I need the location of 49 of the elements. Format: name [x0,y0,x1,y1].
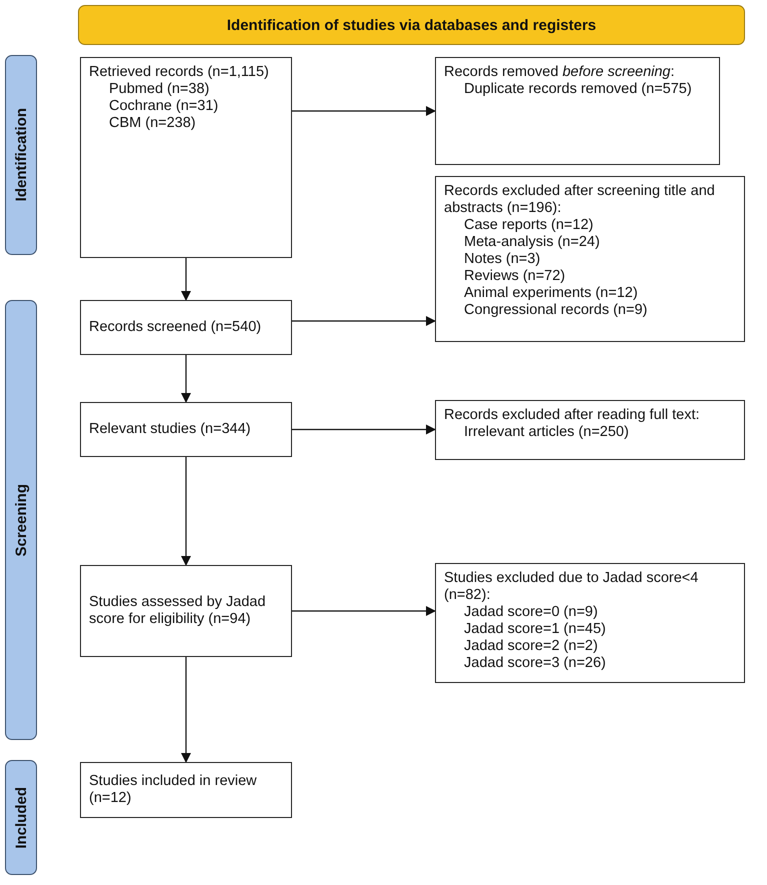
arrow [181,457,191,566]
process-box [435,400,745,460]
arrow [292,316,436,326]
list-item: Cochrane (n=31) [108,98,220,115]
process-box [80,565,292,657]
list-item: Meta-analysis (n=24) [463,234,601,251]
title-banner [78,5,745,45]
phase-label: Screening [12,484,30,556]
arrow [292,424,436,434]
process-box [80,57,292,258]
phase-band [5,55,37,255]
list-item: Jadad score=1 (n=45) [463,621,607,638]
process-box [435,563,745,683]
phase-band [5,300,37,740]
process-box [80,402,292,457]
list-item: Jadad score=2 (n=2) [463,638,599,655]
box-text: Records removed before screening: [444,64,676,81]
phase-label: Included [12,786,30,848]
box-text: Records screened (n=540) [89,319,262,336]
list-item: Jadad score=0 (n=9) [463,604,599,621]
arrow [292,106,436,116]
list-item: CBM (n=238) [108,115,197,132]
box-text: Studies excluded due to Jadad score<4 (n=82): [444,570,700,604]
box-text: Relevant studies (n=344) [89,421,252,438]
box-text: Studies assessed by Jadad score for eligibility (n=94) [89,594,267,628]
list-item: Case reports (n=12) [463,217,594,234]
arrow [181,355,191,403]
list-item: Pubmed (n=38) [108,81,210,98]
box-text: Records excluded after screening title and abstracts (n=196): [444,183,716,217]
phase-label: Identification [12,108,30,202]
list-item: Notes (n=3) [463,251,542,268]
process-box [80,762,292,818]
list-item: Irrelevant articles (n=250) [463,424,630,441]
process-box [435,176,745,342]
list-item: Jadad score=3 (n=26) [463,655,607,672]
list-item: Congressional records (n=9) [463,302,648,319]
arrow [181,258,191,301]
arrow [181,657,191,763]
phase-band [5,760,37,875]
banner-title: Identification of studies via databases and registers [226,16,596,34]
list-item: Reviews (n=72) [463,268,566,285]
process-box [80,300,292,355]
process-box [435,57,720,165]
list-item: Duplicate records removed (n=575) [463,81,693,98]
arrow [292,606,436,616]
box-text: Studies included in review (n=12) [89,773,258,807]
list-item: Animal experiments (n=12) [463,285,639,302]
box-text: Retrieved records (n=1,115) [89,64,270,81]
box-text: Records excluded after reading full text: [444,407,700,424]
